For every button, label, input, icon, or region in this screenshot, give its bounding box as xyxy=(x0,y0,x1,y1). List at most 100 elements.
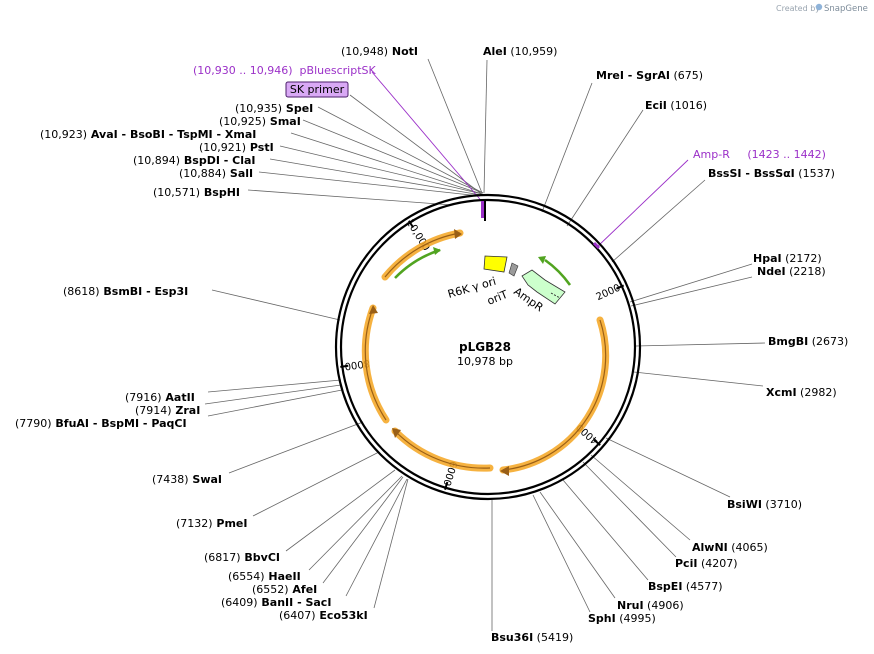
site-label-psti[interactable]: (10,921) PstI xyxy=(199,141,274,154)
site-label-pcii[interactable]: PciI (4207) xyxy=(675,557,738,570)
site-part: (10,925) xyxy=(219,115,266,128)
orf-arc-top-left-line xyxy=(384,232,461,278)
site-part: (10,923) xyxy=(40,128,87,141)
site-label-bsmbi[interactable]: (8618) BsmBI - Esp3I xyxy=(63,285,188,298)
leader-sphi xyxy=(532,494,591,613)
leader-bspei xyxy=(562,479,649,581)
site-part: BanII xyxy=(258,596,294,609)
site-part: (6817) xyxy=(204,551,241,564)
orf-arc-right-line xyxy=(502,319,607,471)
tick-mark xyxy=(444,481,449,490)
site-part: PstI xyxy=(246,141,274,154)
site-part: (4065) xyxy=(728,541,768,554)
leader-bsiwi xyxy=(605,437,731,498)
site-label-bmgbi[interactable]: BmgBI (2673) xyxy=(768,335,848,348)
leader-ndei xyxy=(630,276,753,307)
site-label-afei[interactable]: (6552) AfeI xyxy=(252,583,317,596)
site-label-aatii[interactable]: (7916) AatII xyxy=(125,391,195,404)
leader-bfuai xyxy=(207,389,343,417)
leader-noti xyxy=(427,58,483,194)
leader-afei xyxy=(322,476,404,584)
site-part: - BssSαI xyxy=(742,167,795,180)
site-label-avai[interactable]: (10,923) AvaI - BsoBI - TspMI - XmaI xyxy=(40,128,256,141)
origin-marker xyxy=(484,199,486,221)
site-label-pmei[interactable]: (7132) PmeI xyxy=(176,517,248,530)
site-label-swai[interactable]: (7438) SwaI xyxy=(152,473,222,486)
site-label-zrai[interactable]: (7914) ZraI xyxy=(135,404,200,417)
orf-arc-bottom xyxy=(391,427,494,472)
site-part: BsiWI xyxy=(727,498,762,511)
leader-alei xyxy=(483,59,488,194)
site-part: PciI xyxy=(675,557,697,570)
orf-arc-right xyxy=(499,316,610,474)
backbone-outer-strand xyxy=(334,193,642,501)
site-part: SphI xyxy=(588,612,616,625)
site-part: AfeI xyxy=(289,583,318,596)
site-part: - BsoBI xyxy=(118,128,165,141)
leader-sali xyxy=(258,171,481,197)
site-part: BssSI xyxy=(708,167,742,180)
site-label-ecii[interactable]: EciI (1016) xyxy=(645,99,707,112)
leader-xcmi xyxy=(633,371,764,387)
site-label-bsphi[interactable]: (10,571) BspHI xyxy=(153,186,240,199)
tick-label: 2000 xyxy=(595,283,623,304)
site-part: XcmI xyxy=(766,386,797,399)
site-part: SalI xyxy=(226,167,253,180)
site-label-haeii[interactable]: (6554) HaeII xyxy=(228,570,301,583)
site-label-noti[interactable]: (10,948) NotI xyxy=(341,45,418,58)
pbluescriptsk-label: (10,930 .. 10,946) pBluescriptSK xyxy=(193,64,377,77)
leader-bsphi xyxy=(247,189,453,206)
watermark-created-by: Created by xyxy=(776,4,820,13)
site-part: (10,935) xyxy=(235,102,282,115)
site-part: (1537) xyxy=(795,167,835,180)
leader-psti xyxy=(279,145,483,195)
site-part: (7916) xyxy=(125,391,162,404)
site-label-bfuai[interactable]: (7790) BfuAI - BspMI - PaqCI xyxy=(15,417,187,430)
site-label-xcmi[interactable]: XcmI (2982) xyxy=(766,386,837,399)
site-label-bsu36i[interactable]: Bsu36I (5419) xyxy=(491,631,573,644)
site-part: (7132) xyxy=(176,517,213,530)
site-part: AatII xyxy=(162,391,195,404)
orf-arc-bottom-line xyxy=(394,430,491,469)
site-part: (7438) xyxy=(152,473,189,486)
green-arrowhead-left xyxy=(433,247,441,255)
site-label-spei[interactable]: (10,935) SpeI xyxy=(235,102,313,115)
site-label-eco53ki[interactable]: (6407) Eco53kI xyxy=(279,609,368,622)
snapgene-logo-icon xyxy=(815,3,823,11)
site-label-banii[interactable]: (6409) BanII - SacI xyxy=(221,596,331,609)
ampr-dashed-segment xyxy=(550,292,561,299)
site-label-bspei[interactable]: BspEI (4577) xyxy=(648,580,723,593)
site-label-ndei[interactable]: NdeI (2218) xyxy=(757,265,826,278)
leader-bsssi xyxy=(611,179,706,263)
site-part: BfuAI xyxy=(52,417,89,430)
site-label-sphi[interactable]: SphI (4995) xyxy=(588,612,656,625)
inner-features: R6K γ ori oriT AmpR xyxy=(446,255,566,315)
site-label-hpai[interactable]: HpaI (2172) xyxy=(753,252,822,265)
leader-nrui xyxy=(539,491,616,599)
site-label-sali[interactable]: (10,884) SalI xyxy=(179,167,253,180)
origin-features xyxy=(481,199,601,250)
leader-bmgbi xyxy=(635,342,766,347)
leader-avai xyxy=(290,132,483,195)
sk-primer-badge[interactable]: SK primer xyxy=(285,81,349,98)
site-part: (10,884) xyxy=(179,167,226,180)
site-part: NruI xyxy=(617,599,644,612)
orf-arrowhead-top-left xyxy=(454,229,462,239)
sk-primer-label: SK primer xyxy=(290,83,345,96)
site-part: (7790) xyxy=(15,417,52,430)
site-part: (10,571) xyxy=(153,186,200,199)
site-label-alwni[interactable]: AlwNI (4065) xyxy=(692,541,768,554)
site-label-smai[interactable]: (10,925) SmaI xyxy=(219,115,301,128)
site-label-bsiwi[interactable]: BsiWI (3710) xyxy=(727,498,802,511)
site-label-nrui[interactable]: NruI (4906) xyxy=(617,599,684,612)
site-label-bsssi[interactable]: BssSI - BssSαI (1537) xyxy=(708,167,835,180)
site-part: (675) xyxy=(670,69,703,82)
site-part: AlwNI xyxy=(692,541,728,554)
site-part: (4995) xyxy=(616,612,656,625)
site-label-alei[interactable]: AleI (10,959) xyxy=(483,45,557,58)
leader-bsmbi xyxy=(211,289,341,321)
site-label-bspdi[interactable]: (10,894) BspDI - ClaI xyxy=(133,154,256,167)
site-label-mrei[interactable]: MreI - SgrAI (675) xyxy=(596,69,703,82)
site-label-bbvci[interactable]: (6817) BbvCI xyxy=(204,551,280,564)
